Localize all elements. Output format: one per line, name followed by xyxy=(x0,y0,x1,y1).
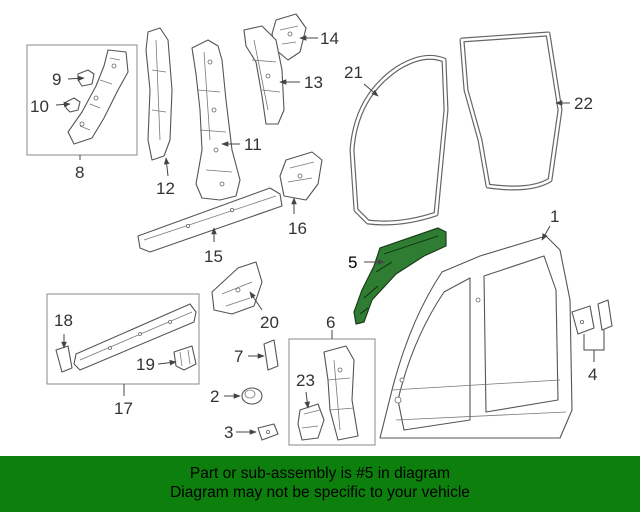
callout-10[interactable]: 10 xyxy=(30,97,49,116)
callout-13[interactable]: 13 xyxy=(304,73,323,92)
callout-19[interactable]: 19 xyxy=(136,355,155,374)
callout-18[interactable]: 18 xyxy=(54,311,73,330)
callout-20[interactable]: 20 xyxy=(260,313,279,332)
part-20[interactable] xyxy=(211,261,263,315)
callout-23[interactable]: 23 xyxy=(296,371,315,390)
part-6[interactable] xyxy=(323,345,359,441)
part-18[interactable] xyxy=(55,345,73,373)
callout-3[interactable]: 3 xyxy=(224,423,233,442)
part-2[interactable] xyxy=(241,387,263,405)
callout-22[interactable]: 22 xyxy=(574,94,593,113)
parts-diagram: 9 10 8 12 11 14 13 15 16 21 22 1 5 20 6 … xyxy=(26,13,613,446)
callout-labels: 9 10 8 12 11 14 13 15 16 21 22 1 5 20 6 … xyxy=(30,29,597,442)
part-3[interactable] xyxy=(257,423,279,441)
part-1[interactable] xyxy=(379,235,573,439)
part-7[interactable] xyxy=(263,339,279,371)
callout-15[interactable]: 15 xyxy=(204,247,223,266)
part-22[interactable] xyxy=(459,31,563,191)
part-5-highlighted[interactable] xyxy=(353,227,447,325)
group-box-8 xyxy=(26,44,138,156)
part-17[interactable] xyxy=(73,303,197,371)
callout-7[interactable]: 7 xyxy=(234,347,243,366)
callout-2[interactable]: 2 xyxy=(210,387,219,406)
part-10[interactable] xyxy=(65,97,81,113)
footer-line-2: Diagram may not be specific to your vehi… xyxy=(170,484,470,501)
callout-6[interactable]: 6 xyxy=(326,313,335,332)
callout-8[interactable]: 8 xyxy=(75,163,84,182)
callout-14[interactable]: 14 xyxy=(320,29,339,48)
part-19[interactable] xyxy=(173,345,197,371)
callout-21[interactable]: 21 xyxy=(344,63,363,82)
part-23[interactable] xyxy=(297,403,325,441)
part-12[interactable] xyxy=(145,27,173,161)
part-16[interactable] xyxy=(279,151,323,201)
callout-4[interactable]: 4 xyxy=(588,365,597,384)
callout-16[interactable]: 16 xyxy=(288,219,307,238)
part-15[interactable] xyxy=(137,187,283,253)
callout-9[interactable]: 9 xyxy=(52,70,61,89)
part-8[interactable] xyxy=(67,49,129,145)
part-11[interactable] xyxy=(191,39,241,201)
callout-12[interactable]: 12 xyxy=(156,179,175,198)
footer-line-1: Part or sub-assembly is #5 in diagram xyxy=(189,465,451,482)
callout-5[interactable]: 5 xyxy=(348,253,357,272)
callout-11[interactable]: 11 xyxy=(244,135,262,154)
part-13[interactable] xyxy=(243,25,285,125)
leader-lines xyxy=(55,35,605,435)
callout-1[interactable]: 1 xyxy=(550,207,559,226)
part-21[interactable] xyxy=(349,54,449,226)
part-4[interactable] xyxy=(571,299,613,335)
callout-17[interactable]: 17 xyxy=(114,399,133,418)
group-box-17 xyxy=(46,293,200,385)
footer-banner: Part or sub-assembly is #5 in diagram Di… xyxy=(0,456,640,512)
